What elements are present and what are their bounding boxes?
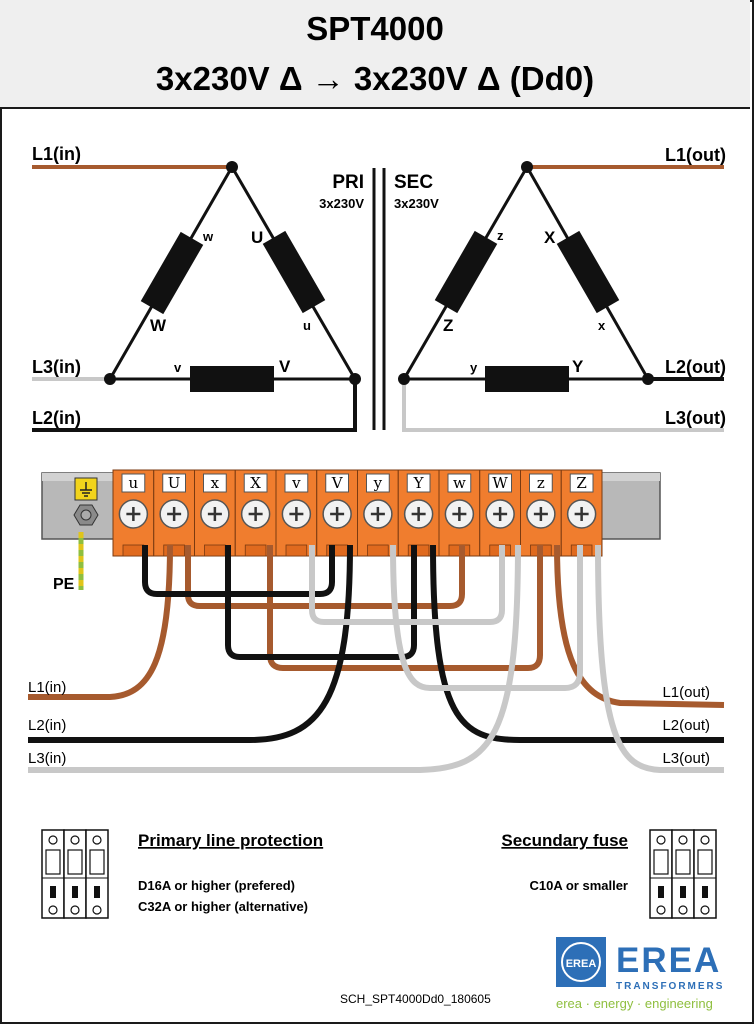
secondary-breaker-icon [649,829,717,919]
terminal-U-big: U [153,469,195,557]
terminal-Z-big: Z [560,469,603,557]
terminal-W-big: W [479,469,521,557]
terminal-V-big: V [316,469,358,557]
terminal-v-small: v [275,469,318,557]
terminal-label: v [291,474,301,492]
terminal-label: Y [413,474,425,492]
wire-label-l2-out: L2(out) [662,717,710,734]
l2-in-wire [32,379,357,432]
terminal-label: w [453,474,466,492]
terminal-label: X [250,474,261,492]
winding-y [485,366,569,392]
label-l3-in: L3(in) [32,357,81,377]
wire-black-3 [28,544,353,743]
label-V-big: V [279,357,291,376]
secondary-delta: z Z X x y Y L1(out) L2(out) L3(out) [398,145,726,432]
wire-black-2 [225,545,417,660]
primary-delta: w W U u v V L1(in) L3(in) L2(in) [32,144,361,432]
terminal-label: U [168,474,181,492]
label-l2-in: L2(in) [32,408,81,428]
terminal-label: W [492,474,508,492]
wire-grey-2 [390,544,583,691]
secondary-fuse-title: Secundary fuse [501,831,628,850]
label-U-big: U [251,228,263,247]
terminal-w-small: w [438,469,481,557]
logo-mark-text: EREA [566,958,597,970]
sec-label: SEC [394,172,433,193]
terminal-Y-big: Y [397,469,440,557]
logo-tagline: erea · energy · engineering [556,996,713,1011]
erea-logo-mark [556,937,606,987]
wire-label-l3-out: L3(out) [662,750,710,767]
wire-brown-4 [554,544,725,708]
terminal-X-big: X [234,469,277,557]
winding-z [434,230,498,314]
label-l2-out: L2(out) [665,357,726,377]
winding-v [190,366,274,392]
wire-grey-4 [595,544,724,773]
primary-protection-line1: D16A or higher (prefered) [138,878,295,893]
primary-protection-title: Primary line protection [138,831,323,850]
wire-black-4 [430,544,724,743]
wire-label-l2-in: L2(in) [28,717,66,734]
logo-name: EREA [616,941,721,980]
wire-grey-1 [309,545,505,625]
terminal-label: y [373,474,383,492]
ground-icon [80,482,92,497]
terminal-u-small: u [112,469,155,557]
wire-grey-3 [28,544,521,773]
wire-label-l3-in: L3(in) [28,750,66,767]
erea-logo: EREA EREA TRANSFORMERS erea · energy · e… [556,937,724,1011]
wiring-harness [28,544,725,773]
label-W-big: W [150,316,167,335]
primary-protection-line2: C32A or higher (alternative) [138,899,308,914]
wire-label-l1-out: L1(out) [662,684,710,701]
wire-brown-2 [185,545,465,609]
terminal-label: x [211,474,220,492]
wire-black-1 [142,545,335,597]
label-z-small: z [497,228,504,243]
label-w-small: w [202,229,214,244]
label-Z-big: Z [443,316,453,335]
terminal-label: z [537,474,545,492]
terminal-x-small: x [194,469,236,557]
terminal-y-small: y [357,469,399,557]
terminal-label: u [129,474,139,492]
terminal-label: V [331,474,344,492]
pri-voltage: 3x230V [319,196,364,211]
terminal-label: Z [576,474,586,492]
header: SPT4000 3x230V Δ → 3x230V Δ (Dd0) [0,0,750,109]
label-u-small: u [303,318,311,333]
label-l1-out: L1(out) [665,145,726,165]
winding-x [556,230,620,314]
page-title: SPT4000 [306,10,444,47]
winding-w [140,231,204,315]
terminal-z-small: z [520,469,562,557]
label-x-small: x [598,318,606,333]
l3-out-wire [402,379,724,432]
label-l3-out: L3(out) [665,408,726,428]
label-Y-big: Y [572,357,584,376]
page-subtitle: 3x230V Δ → 3x230V Δ (Dd0) [155,60,595,97]
label-X-big: X [544,228,556,247]
secondary-fuse-line1: C10A or smaller [529,878,628,893]
drawing-code: SCH_SPT4000Dd0_180605 [340,992,491,1006]
logo-subtitle: TRANSFORMERS [616,981,724,992]
pe-terminal: PE [53,477,99,593]
pri-label: PRI [332,172,364,193]
label-v-small: v [174,360,182,375]
label-y-small: y [470,360,478,375]
sec-voltage: 3x230V [394,196,439,211]
wire-brown-1 [28,544,173,700]
wire-label-l1-in: L1(in) [28,679,66,696]
label-l1-in: L1(in) [32,144,81,164]
primary-breaker-icon [41,829,109,919]
winding-u [262,230,326,314]
pe-label: PE [53,576,75,593]
